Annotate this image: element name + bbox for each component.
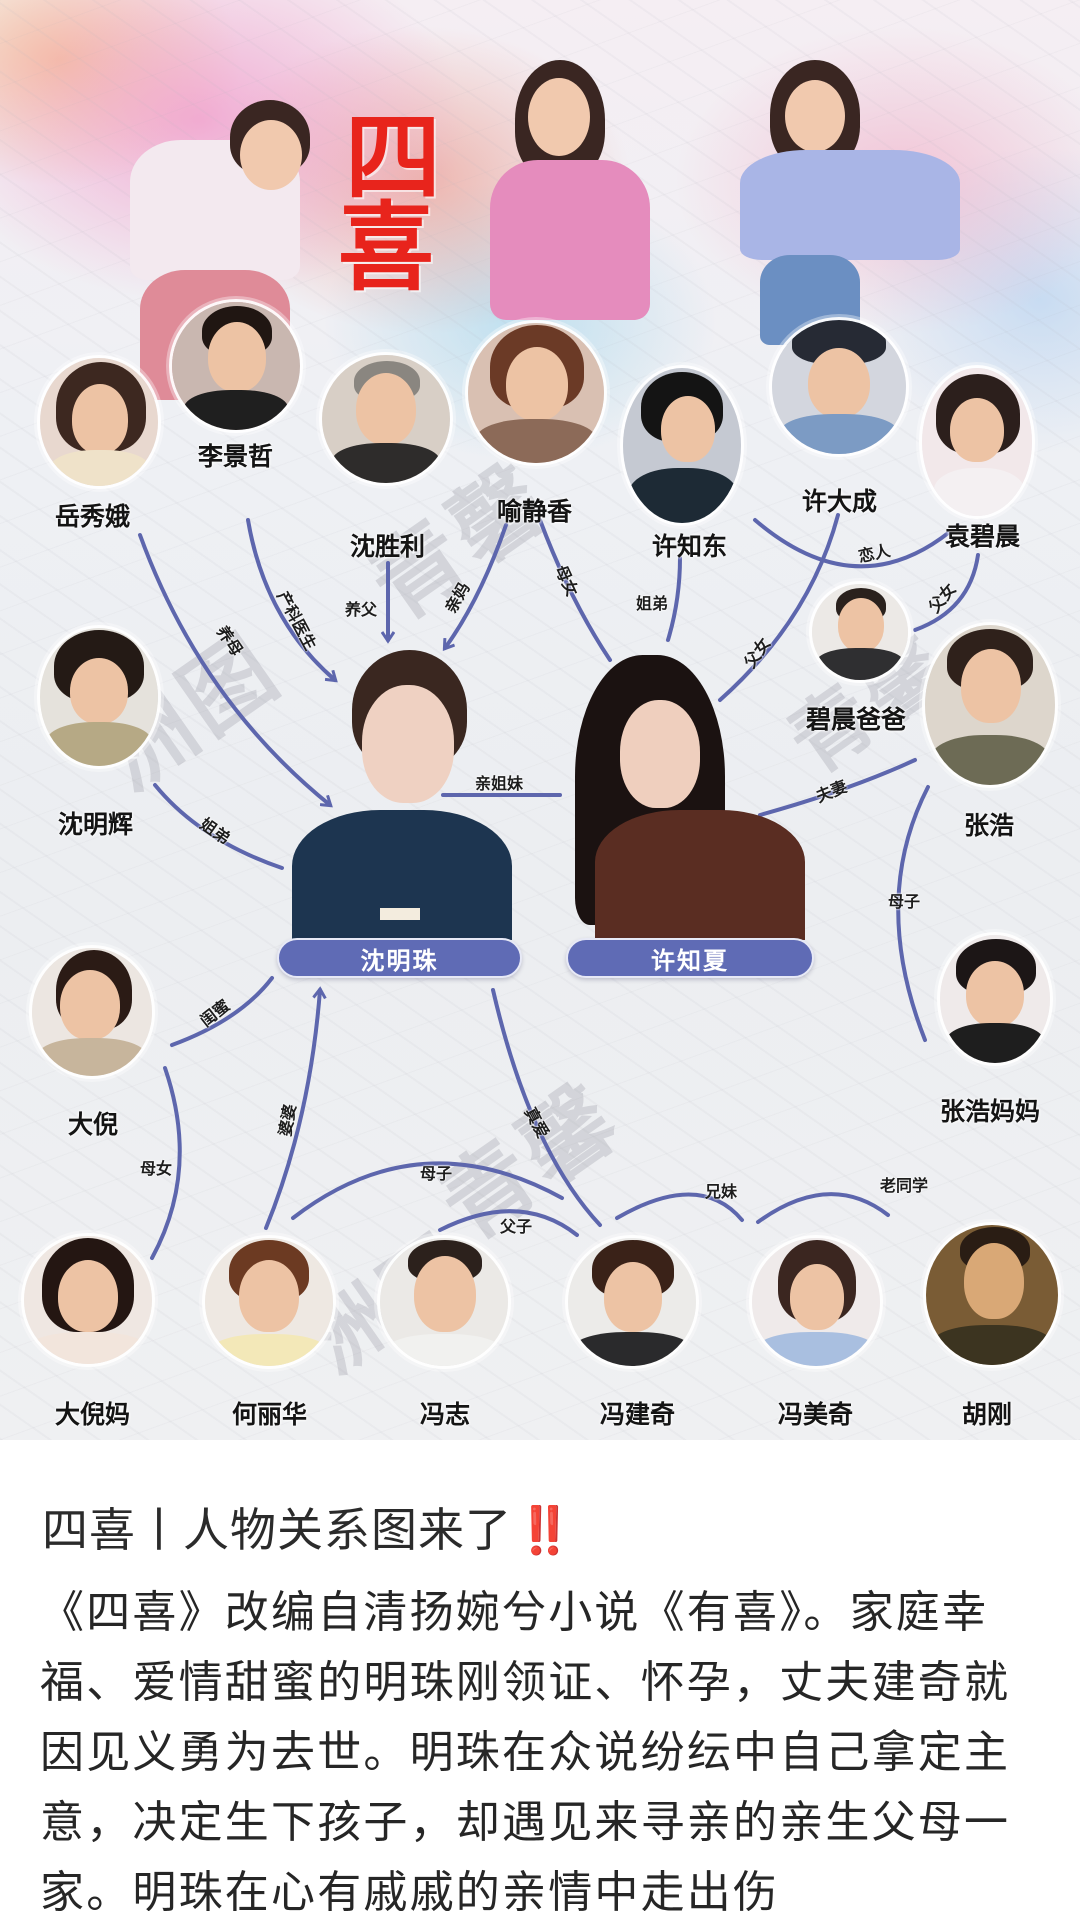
avatar-zhanghaomama [940,935,1050,1063]
relation-label: 母子 [420,1164,453,1183]
character-name: 沈明辉 [58,810,134,839]
main-photo-xuzhixia [565,640,805,940]
avatar-fengzhi [380,1238,508,1366]
post-caption: 四喜丨人物关系图来了‼️ 《四喜》改编自清扬婉兮小说《有喜》。家庭幸福、爱情甜蜜… [0,1440,1080,1911]
relation-label: 老同学 [880,1176,929,1195]
relation-label: 兄妹 [705,1182,738,1201]
character-name: 喻静香 [497,497,573,526]
relationship-lines [138,513,980,1260]
character-name: 胡刚 [962,1400,1013,1429]
post-title: 四喜丨人物关系图来了‼️ [42,1494,574,1560]
avatar-fengjianqi [568,1238,696,1366]
avatar-yujingxiang [468,323,604,463]
avatar-shenminghui [40,628,158,766]
avatar-yuanbichen [922,368,1032,516]
avatar-bichenbaba [812,584,908,680]
main-name-pill: 沈明珠 [277,938,522,978]
character-name: 李景哲 [198,442,274,471]
avatar-helihua [205,1238,333,1366]
post-title-text: 四喜丨人物关系图来了 [42,1503,512,1557]
avatar-danima [24,1236,152,1364]
main-photo-shenmingzhu [292,640,512,940]
avatar-xudacheng [772,320,906,454]
main-name-pill: 许知夏 [566,938,814,978]
hero-dancer-right [700,20,1030,345]
character-name: 冯建奇 [600,1400,676,1429]
avatar-yuexiue [40,358,158,486]
relation-label: 母子 [888,892,921,911]
character-name: 袁碧晨 [945,522,1021,551]
avatar-lijingzhe [172,302,300,430]
character-name: 张浩妈妈 [940,1097,1041,1126]
relation-label: 父子 [500,1217,533,1236]
relationship-poster: 洲图 青馨 青馨 青馨 洲图 四 喜 [0,0,1080,1440]
poster-title-char: 四 [345,101,441,214]
relation-label: 姐弟 [636,594,669,613]
character-name: 大倪 [68,1110,119,1139]
avatar-dani [32,948,152,1076]
hero-dancer-center [480,60,670,320]
avatar-xuzhidong [623,368,741,523]
avatar-shenshengli [322,355,450,483]
avatar-zhanghao [925,625,1055,785]
character-name: 张浩 [964,811,1015,840]
relation-label: 养父 [345,600,378,619]
character-name: 冯志 [420,1400,471,1429]
post-body: 《四喜》改编自清扬婉兮小说《有喜》。家庭幸福、爱情甜蜜的明珠刚领证、怀孕，丈夫建… [40,1587,1011,1911]
avatar-hugang [926,1225,1058,1365]
poster-title-char: 喜 [338,191,434,304]
character-name: 沈胜利 [350,532,426,561]
character-name: 大倪妈 [55,1400,131,1429]
character-name: 冯美奇 [778,1400,854,1429]
character-name: 许知东 [652,532,728,561]
relation-label: 母女 [140,1159,173,1178]
relation-label: 亲姐妹 [475,774,524,793]
character-name: 岳秀娥 [55,502,131,531]
avatar-fengmeiqi [752,1238,880,1366]
double-exclamation-icon: ‼️ [516,1503,575,1557]
character-name: 碧晨爸爸 [806,705,907,734]
character-name: 许大成 [802,487,878,516]
character-name: 何丽华 [232,1400,308,1429]
